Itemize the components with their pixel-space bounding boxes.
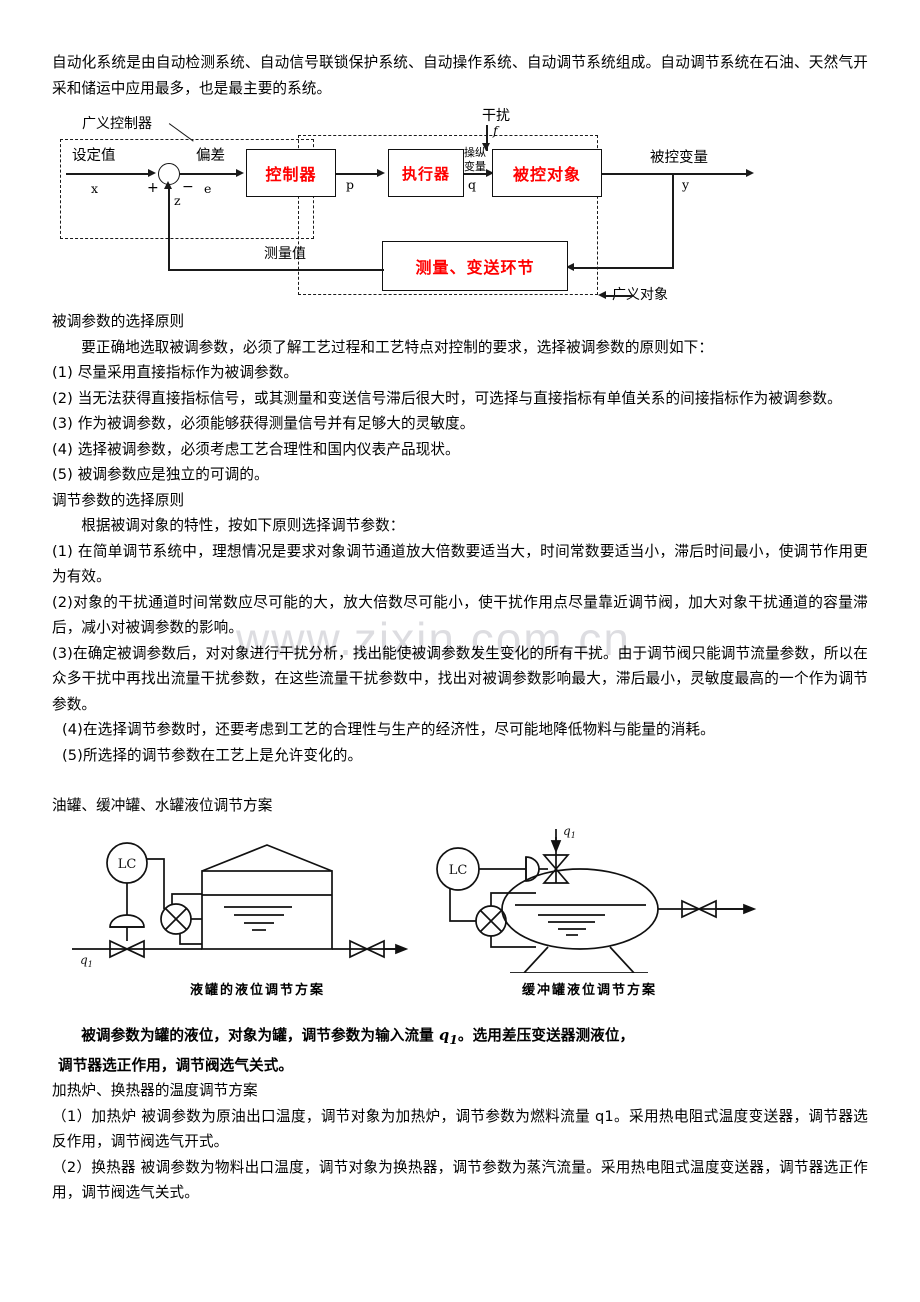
setpoint-arrow [148,169,156,177]
heater-section-heading: 加热炉、换热器的温度调节方案 [52,1082,258,1100]
heater-item-2: （2）换热器 被调参数为物料出口温度，调节对象为换热器，调节参数为蒸汽流量。采用… [52,1158,868,1202]
controlled-param-item-3: (3) 作为被调参数，必须能够获得测量信号并有足够大的灵敏度。 [52,415,475,432]
disturbance-line [486,125,488,151]
actuator-block[interactable]: 执行器 [388,149,464,197]
document-content: 自动化系统是由自动检测系统、自动信号联锁保护系统、自动操作系统、自动调节系统组成… [52,50,868,1206]
controlled-param-item-5: (5) 被调参数应是独立的可调的。 [52,466,269,483]
intro-paragraph: 自动化系统是由自动检测系统、自动信号联锁保护系统、自动操作系统、自动调节系统组成… [52,54,868,97]
adjust-param-lead: 根据被调对象的特性，按如下原则选择调节参数： [81,517,405,534]
feedback-vertical-line [168,187,170,271]
controlled-variable-var: y [682,177,690,192]
generalized-object-leader-arrow [598,291,606,299]
controller-output-arrow [377,169,385,177]
tank-note-text-a: 被调参数为罐的液位，对象为罐，调节参数为输入流量 [81,1026,434,1044]
adjust-param-item-1: (1) 在简单调节系统中，理想情况是要求对象调节通道放大倍数要适当大，时间常数要… [52,542,868,586]
manipulated-variable-var: q [468,177,477,192]
controlled-variable-line [602,173,748,175]
adjust-param-heading: 调节参数的选择原则 [52,491,185,509]
generalized-controller-label: 广义控制器 [82,116,152,132]
disturbance-label: 干扰 [482,108,510,124]
controller-block[interactable]: 控制器 [246,149,336,197]
setpoint-variable: x [91,181,99,196]
controlled-param-item-2: (2) 当无法获得直接指标信号，或其测量和变送信号滞后很大时，可选择与直接指标有… [52,389,842,407]
disturbance-variable: f [493,123,498,138]
buffer-tank-figure: LC q1 [436,824,757,973]
buffer-tank-caption: 缓冲罐液位调节方案 [522,982,658,998]
feedback-arrow-up [164,181,172,189]
controller-output-variable: p [346,177,355,192]
setpoint-label: 设定值 [72,148,116,164]
feedback-variable: z [174,193,181,208]
adjust-param-item-5: (5)所选择的调节参数在工艺上是允许变化的。 [62,746,363,764]
controlled-param-item-4: (4) 选择被调参数，必须考虑工艺合理性和国内仪表产品现状。 [52,440,460,458]
manipulated-variable-label-line2: 变量 [464,160,486,173]
controller-output-line [336,173,380,175]
tank-note-text-b: 。选用差压变送器测液位， [457,1026,635,1044]
tank-note-variable: q [439,1026,450,1044]
storage-tank-figure: LC q1 [72,841,409,967]
deviation-arrow [236,169,244,177]
tank-note-variable-sub: 1 [449,1032,458,1047]
deviation-variable: e [204,181,212,196]
tank-note-line1: 被调参数为罐的液位，对象为罐，调节参数为输入流量 q1。选用差压变送器测液位， [52,1023,868,1053]
measure-transmit-block[interactable]: 测量、变送环节 [382,241,568,291]
deviation-label: 偏差 [196,148,225,164]
generalized-object-label: 广义对象 [612,287,668,303]
tank-section-heading: 油罐、缓冲罐、水罐液位调节方案 [52,797,273,814]
sum-plus-sign: + [147,180,159,196]
controlled-param-heading: 被调参数的选择原则 [52,313,185,330]
tank-figures-row: LC q1 液罐的液位调节方案 [52,823,868,1013]
feedback-tap-vertical [672,173,674,269]
deviation-line [180,173,238,175]
control-loop-block-diagram: 广义控制器 广义对象 设定值 x + − 偏差 e [52,107,868,307]
sum-minus-sign: − [182,179,194,195]
measured-value-label: 测量值 [264,246,306,262]
measurement-input-arrow [566,263,574,271]
feedback-tap-horizontal [572,267,674,269]
adjust-param-item-3: (3)在确定被调参数后，对对象进行干扰分析，找出能使被调参数发生变化的所有干扰。… [52,644,868,713]
generalized-object-dashed-box [298,135,598,295]
controlled-param-item-1: (1) 尽量采用直接指标作为被调参数。 [52,364,299,381]
spacer-1 [52,768,868,793]
adjust-param-item-2: (2)对象的干扰通道时间常数应尽可能的大，放大倍数尽可能小，使干扰作用点尽量靠近… [52,593,868,637]
setpoint-line [66,173,150,175]
storage-tank-lc-tag: LC [118,857,137,872]
buffer-tank-lc-tag: LC [449,863,468,878]
generalized-object-leader [604,295,632,297]
storage-tank-caption: 液罐的液位调节方案 [190,982,326,998]
controlled-object-block[interactable]: 被控对象 [492,149,602,197]
measured-value-line [168,269,384,271]
disturbance-arrow [482,143,490,151]
manipulated-variable-label-line1: 操纵 [464,146,486,159]
adjust-param-item-4: (4)在选择调节参数时，还要考虑到工艺的合理性与生产的经济性，尽可能地降低物料与… [62,721,715,738]
tank-note-line2: 调节器选正作用，调节阀选气关式。 [58,1056,294,1074]
controlled-variable-label: 被控变量 [650,150,708,166]
storage-tank-inlet-label: q1 [80,953,93,967]
manipulated-variable-arrow [486,169,494,177]
buffer-tank-inlet-label: q1 [563,824,576,840]
heater-item-1: （1）加热炉 被调参数为原油出口温度，调节对象为加热炉，调节参数为燃料流量 q1… [52,1107,868,1151]
controlled-variable-arrow [746,169,754,177]
controlled-param-lead: 要正确地选取被调参数，必须了解工艺过程和工艺特点对控制的要求，选择被调参数的原则… [81,338,714,356]
manipulated-variable-line [464,173,490,175]
